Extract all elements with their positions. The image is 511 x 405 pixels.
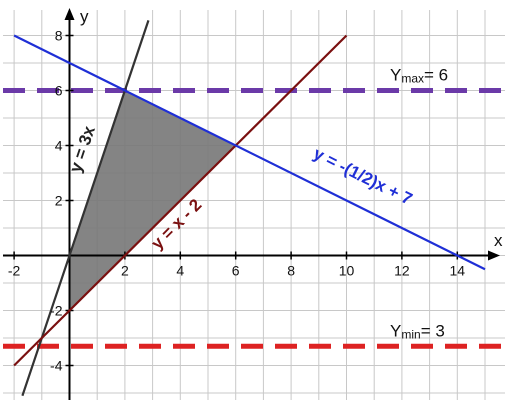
- horizontal-limit-lines: [3, 88, 505, 349]
- x-tick-label: 4: [176, 263, 184, 279]
- x-axis-arrow: [488, 250, 500, 261]
- y-axis-label: y: [80, 7, 89, 26]
- x-tick-label: 8: [287, 263, 295, 279]
- ymin-label: Ymin= 3: [390, 321, 445, 341]
- ymax-label: Ymax= 6: [390, 66, 448, 86]
- series-label: y = -(1/2)x + 7: [310, 144, 415, 209]
- x-axis-label: x: [494, 231, 503, 250]
- y-tick-label: 6: [55, 83, 63, 99]
- x-tick-label: 12: [394, 263, 410, 279]
- x-tick-label: 14: [450, 263, 466, 279]
- y-tick-label: 4: [55, 138, 63, 154]
- line-y-x-minus-2: [13, 34, 348, 367]
- x-tick-label: -2: [8, 263, 21, 279]
- y-axis-arrow: [64, 8, 75, 20]
- y-tick-label: -2: [50, 303, 63, 319]
- series-lines: [13, 20, 486, 397]
- line-y-3x: [21, 20, 150, 397]
- y-tick-label: -4: [50, 358, 63, 374]
- grid: [3, 10, 505, 400]
- y-tick-label: 2: [55, 193, 63, 209]
- series-label: y = 3x: [66, 123, 99, 175]
- x-tick-label: 10: [339, 263, 355, 279]
- tick-labels: -2 2 4 6 8 10 12 14 -4 -2 2 4 6 8: [8, 28, 465, 374]
- y-tick-label: 8: [55, 28, 63, 44]
- x-tick-label: 2: [121, 263, 129, 279]
- x-tick-label: 6: [232, 263, 240, 279]
- line-y-neg-half-x-plus-7: [13, 34, 486, 271]
